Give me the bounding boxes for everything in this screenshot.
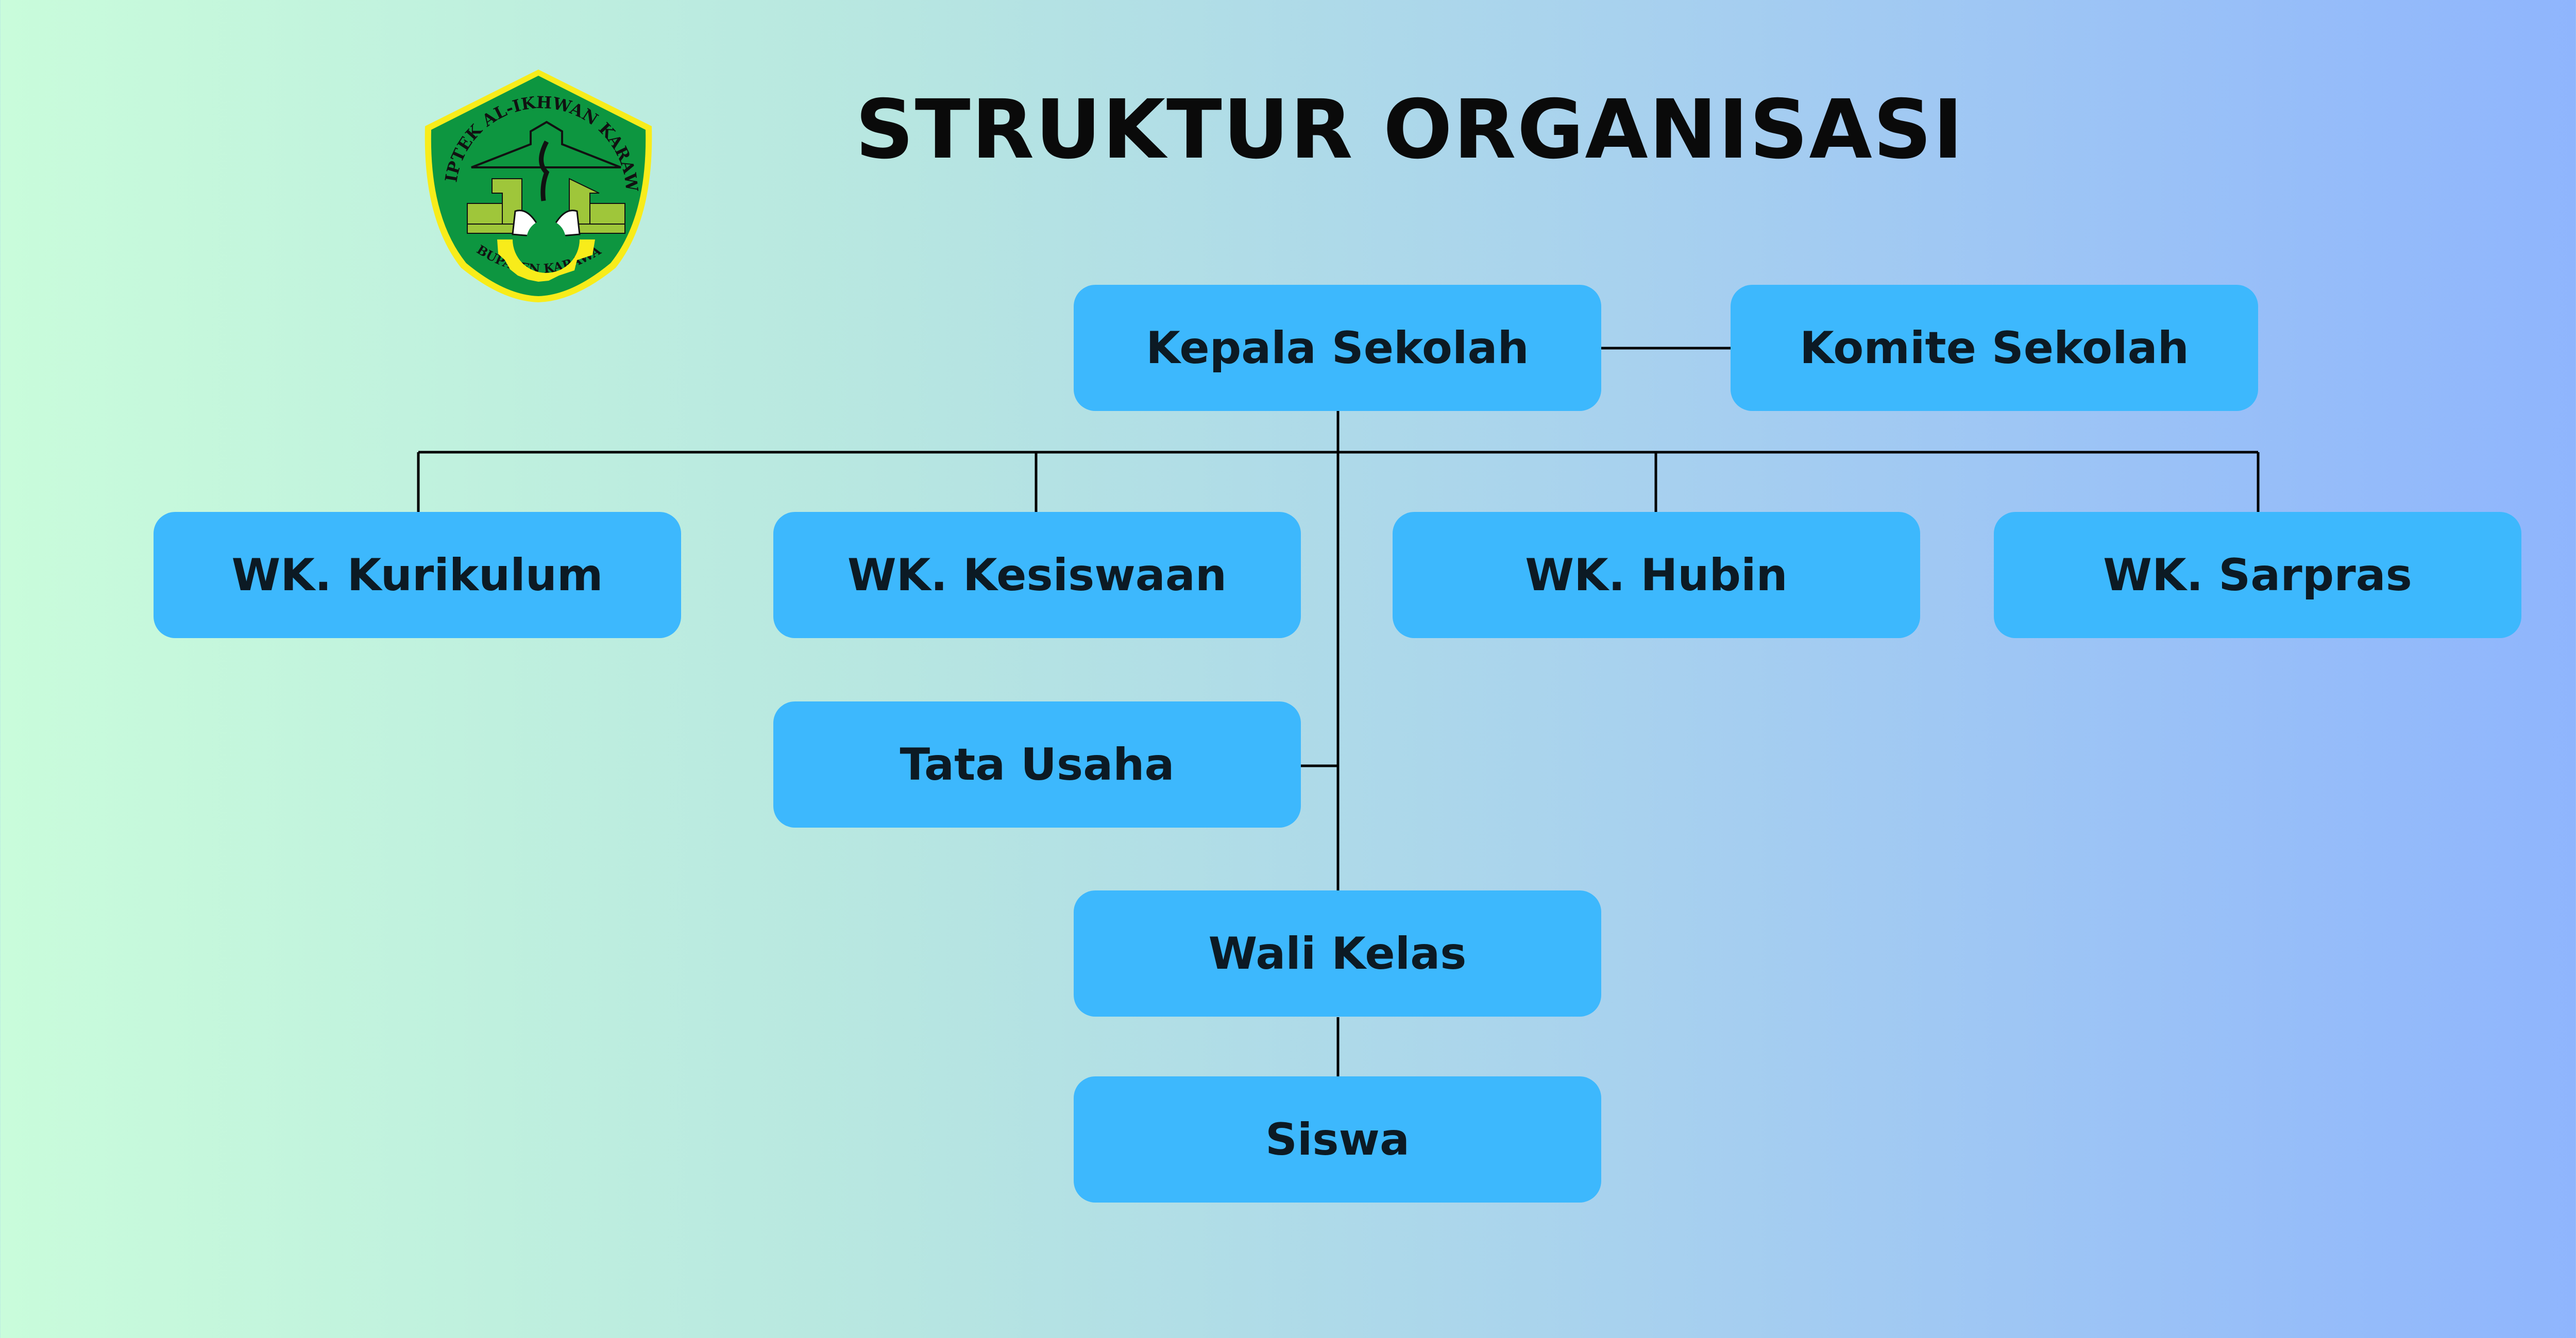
- node-komite-sekolah: Komite Sekolah: [1731, 285, 2258, 411]
- node-wk-sarpras: WK. Sarpras: [1994, 512, 2521, 638]
- node-siswa: Siswa: [1074, 1076, 1601, 1203]
- node-wk-kurikulum: WK. Kurikulum: [154, 512, 681, 638]
- page-title: STRUKTUR ORGANISASI: [855, 82, 1964, 177]
- node-wali-kelas: Wali Kelas: [1074, 890, 1601, 1017]
- node-kepala-sekolah: Kepala Sekolah: [1074, 285, 1601, 411]
- school-logo: SMK IPTEK AL-IKHWAN KARAWANG KABUPATEN K…: [420, 64, 652, 302]
- node-wk-kesiswaan: WK. Kesiswaan: [773, 512, 1301, 638]
- node-wk-hubin: WK. Hubin: [1393, 512, 1920, 638]
- node-tata-usaha: Tata Usaha: [773, 701, 1301, 828]
